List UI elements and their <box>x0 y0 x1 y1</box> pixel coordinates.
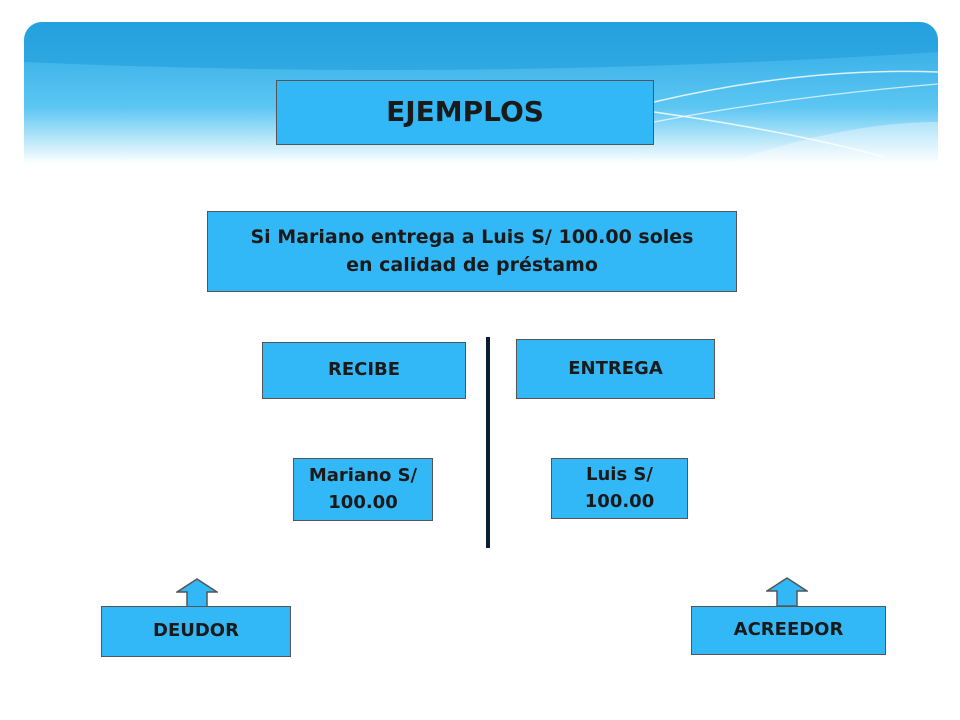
luis-box: Luis S/ 100.00 <box>551 458 688 519</box>
center-divider <box>486 337 490 548</box>
statement-text: Si Mariano entrega a Luis S/ 100.00 sole… <box>250 225 694 276</box>
title-text: EJEMPLOS <box>386 95 544 129</box>
deudor-label: DEUDOR <box>153 620 239 642</box>
up-arrow-icon-right <box>766 577 808 607</box>
entrega-box: ENTREGA <box>516 339 715 399</box>
acreedor-box: ACREEDOR <box>691 606 886 655</box>
recibe-label: RECIBE <box>327 359 401 381</box>
luis-amount: Luis S/ 100.00 <box>584 464 655 512</box>
title-box: EJEMPLOS <box>276 80 654 145</box>
acreedor-label: ACREEDOR <box>733 619 844 641</box>
statement-box: Si Mariano entrega a Luis S/ 100.00 sole… <box>207 211 737 292</box>
entrega-label: ENTREGA <box>568 357 663 379</box>
deudor-box: DEUDOR <box>101 606 291 657</box>
up-arrow-icon-left <box>176 578 218 608</box>
mariano-box: Mariano S/ 100.00 <box>293 458 433 521</box>
mariano-amount: Mariano S/ 100.00 <box>308 465 418 513</box>
recibe-box: RECIBE <box>262 342 466 399</box>
